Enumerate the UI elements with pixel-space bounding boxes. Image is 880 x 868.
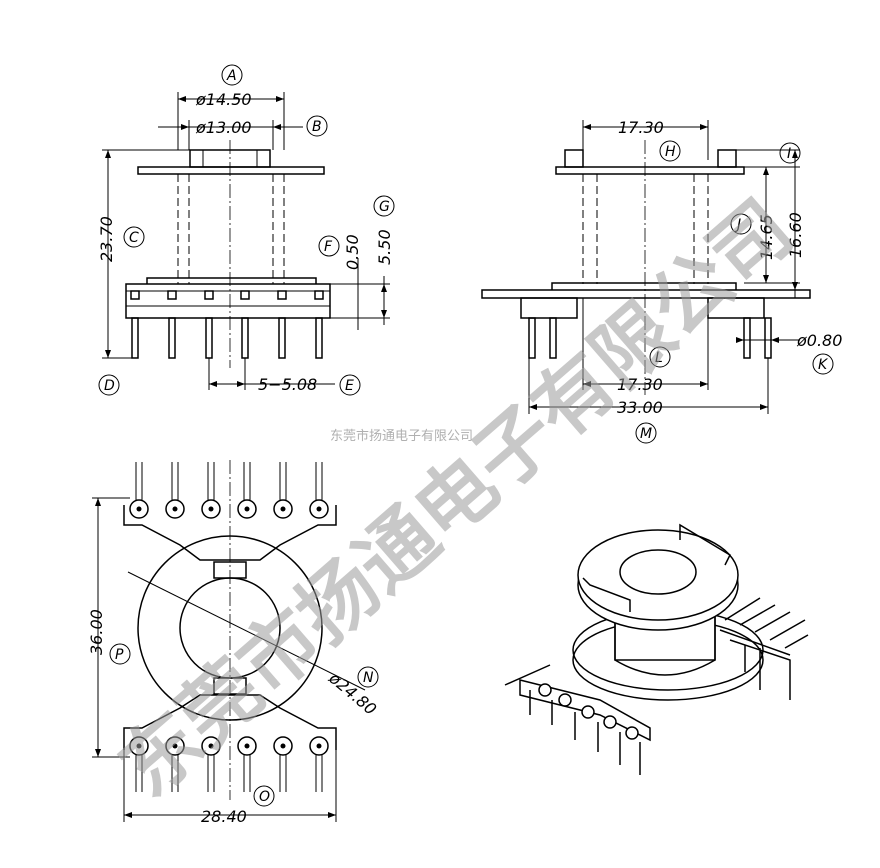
dim-b-value: ø13.00 (195, 118, 252, 137)
label-b: B (306, 115, 328, 137)
svg-text:B: B (312, 119, 322, 135)
label-h: H (659, 140, 681, 162)
svg-text:H: H (665, 144, 676, 160)
svg-text:N: N (363, 670, 374, 686)
label-g: G (373, 195, 395, 217)
side-view (481, 120, 811, 414)
iso-pins-left (504, 664, 651, 775)
label-m: M (635, 422, 657, 444)
label-f: F (318, 235, 340, 257)
svg-text:D: D (104, 378, 115, 394)
label-c: C (123, 226, 145, 248)
svg-text:L: L (655, 350, 663, 366)
dim-c-value: 23.70 (97, 216, 116, 262)
front-view (102, 92, 390, 390)
side-top-flange (555, 166, 745, 175)
svg-text:F: F (324, 239, 333, 255)
dim-m-value: 33.00 (617, 398, 663, 417)
svg-text:E: E (345, 378, 354, 394)
top-pin-row (129, 462, 329, 519)
label-e: E (339, 374, 361, 396)
iso-pins-right (719, 597, 809, 700)
dim-e-value: 5−5.08 (258, 375, 317, 394)
svg-text:A: A (226, 68, 237, 84)
dim-j-value: 14.65 (757, 214, 776, 260)
label-i: I (779, 142, 801, 164)
svg-text:M: M (640, 426, 652, 442)
svg-text:K: K (818, 357, 829, 373)
dim-a-value: ø14.50 (195, 90, 252, 109)
dim-f-value: 0.50 (343, 234, 362, 270)
front-base (125, 283, 331, 319)
svg-text:C: C (129, 230, 139, 246)
front-pins (131, 317, 323, 359)
svg-text:J: J (734, 217, 741, 233)
svg-text:O: O (259, 789, 270, 805)
label-l: L (649, 346, 671, 368)
dim-p-value: 36.00 (87, 609, 106, 655)
label-d: D (98, 374, 120, 396)
label-j: J (730, 213, 752, 235)
side-pins (528, 317, 772, 359)
isometric-view (504, 523, 809, 775)
dim-k-value: ø0.80 (796, 331, 842, 350)
bottom-view (92, 460, 366, 822)
dim-l-value: 17.30 (617, 375, 663, 394)
side-base (481, 289, 811, 299)
label-a: A (221, 64, 243, 86)
front-top-flange (137, 166, 325, 175)
svg-text:G: G (379, 199, 390, 215)
dim-g-value: 5.50 (375, 229, 394, 265)
bottom-pin-row (129, 736, 329, 792)
label-k: K (812, 353, 834, 375)
reference-labels: A B C D E F G H I J K L M N O P (98, 64, 834, 807)
dim-o-value: 28.40 (201, 807, 247, 826)
dim-i-value: 16.60 (786, 212, 805, 258)
front-pin-slots (130, 290, 324, 300)
label-o: O (253, 785, 275, 807)
dim-h-value: 17.30 (618, 118, 664, 137)
svg-text:P: P (115, 647, 124, 663)
label-p: P (109, 643, 131, 665)
label-n: N (357, 666, 379, 688)
svg-text:I: I (787, 146, 791, 162)
watermark-small: 东莞市扬通电子有限公司 (330, 428, 473, 444)
